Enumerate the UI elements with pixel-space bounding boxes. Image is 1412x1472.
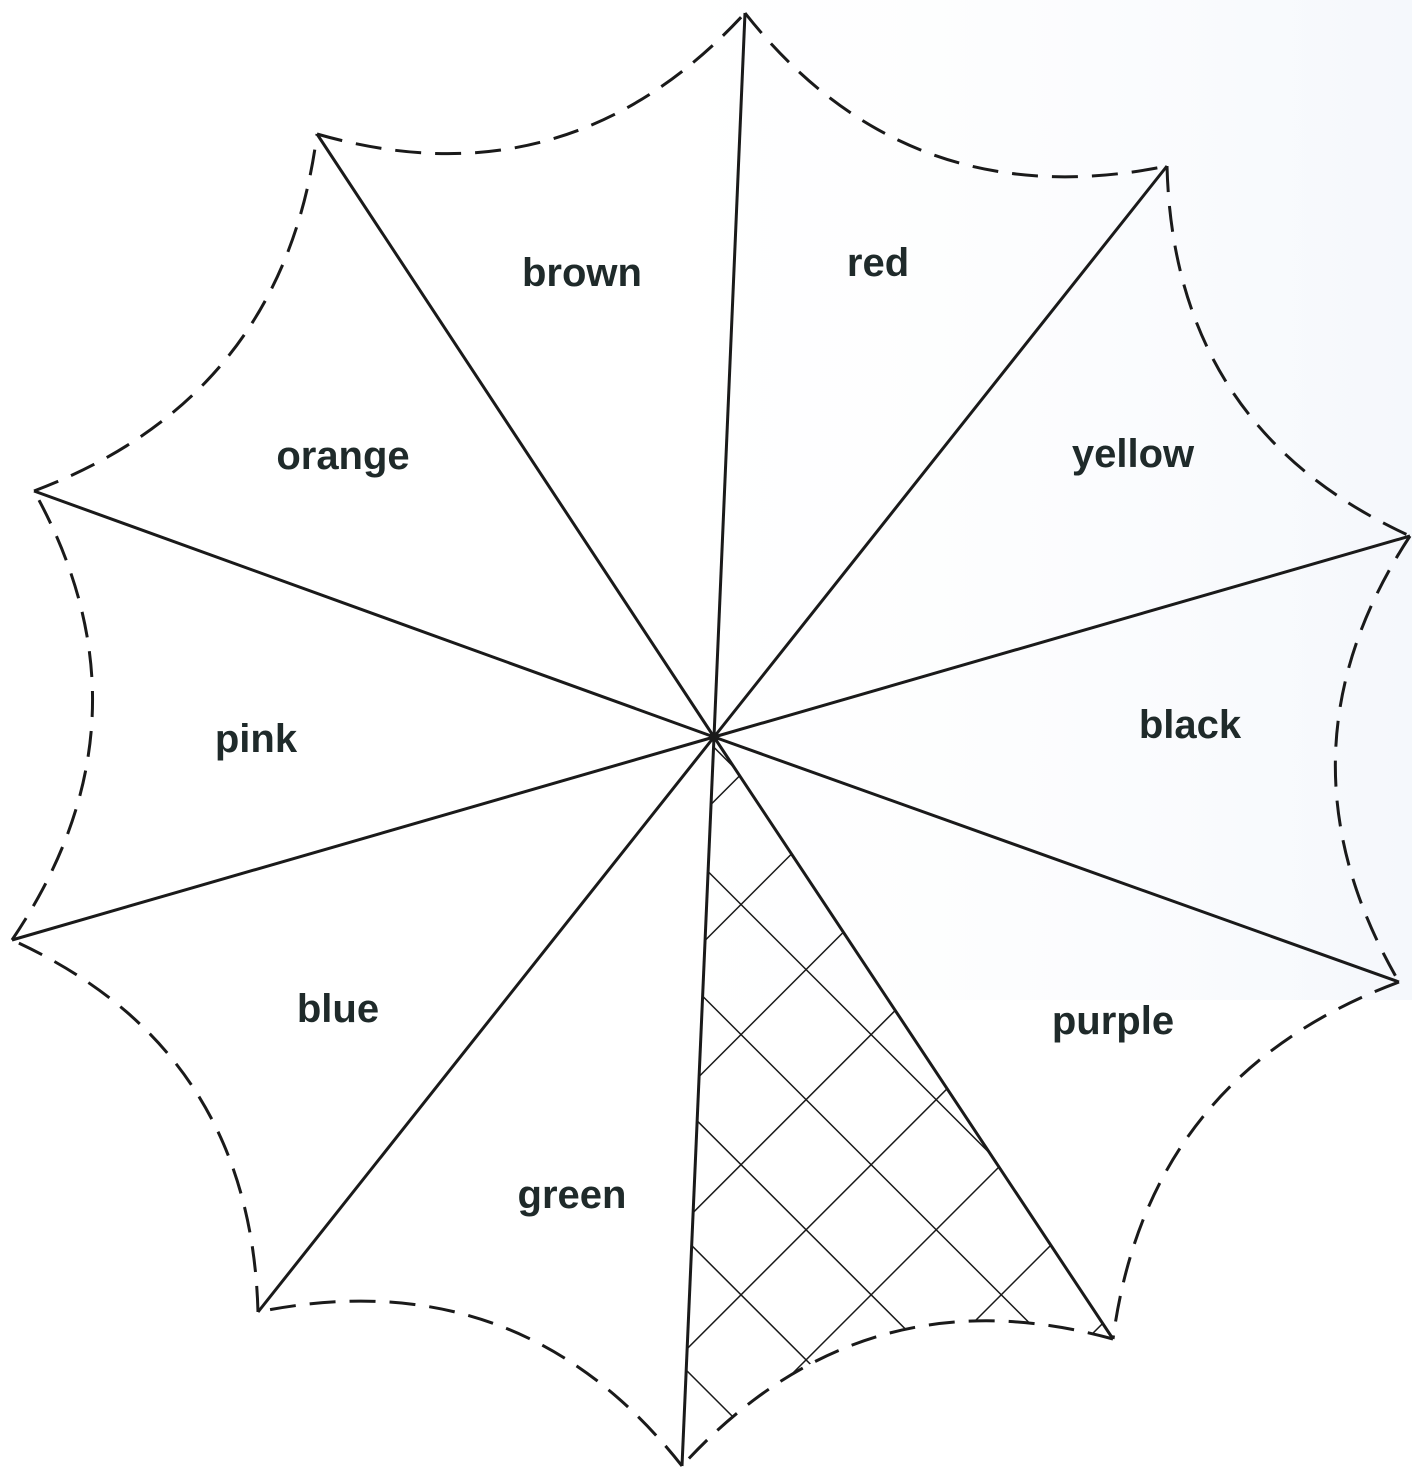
segment-label-red: red	[847, 241, 909, 285]
segment-label-green: green	[518, 1173, 627, 1217]
segment-label-black: black	[1139, 703, 1242, 747]
segment-label-orange: orange	[276, 434, 409, 478]
rim-edge	[12, 491, 93, 940]
rim-edge	[34, 134, 317, 491]
background-tint	[560, 0, 1412, 1000]
segment-label-pink: pink	[215, 717, 298, 761]
rim-edge	[12, 940, 258, 1312]
segment-label-yellow: yellow	[1072, 432, 1195, 476]
segment-label-purple: purple	[1052, 999, 1174, 1043]
umbrella-hub	[709, 732, 719, 742]
segment-label-brown: brown	[522, 251, 642, 295]
segment-label-blue: blue	[297, 987, 379, 1031]
rim-edge	[258, 1301, 682, 1466]
